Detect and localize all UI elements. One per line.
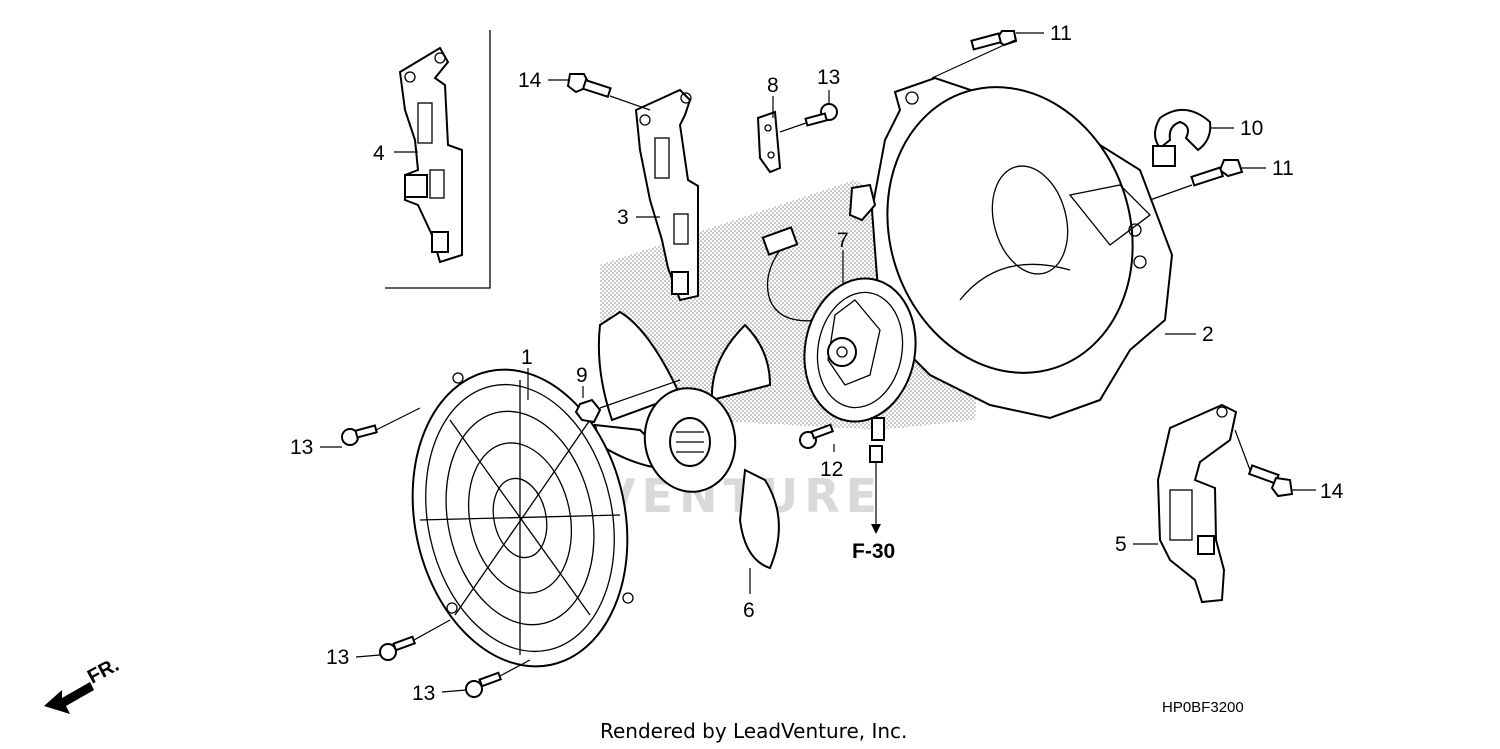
callout-12[interactable]: 12 xyxy=(820,458,843,481)
callout-10[interactable]: 10 xyxy=(1240,117,1263,140)
callout-13-bottom-left[interactable]: 13 xyxy=(326,646,349,669)
callout-4[interactable]: 4 xyxy=(373,142,385,165)
reference-f30-link[interactable]: F-30 xyxy=(852,540,895,563)
part-2-fan-shroud[interactable] xyxy=(851,55,1174,420)
bolt-11-upper[interactable] xyxy=(970,30,1018,51)
callout-13-top[interactable]: 13 xyxy=(817,66,840,89)
callout-6[interactable]: 6 xyxy=(743,599,755,622)
screw-13-bottom[interactable] xyxy=(465,671,503,698)
callout-13-bottom[interactable]: 13 xyxy=(412,682,435,705)
callout-1[interactable]: 1 xyxy=(521,346,533,369)
leader-lines xyxy=(320,32,1316,693)
callout-2[interactable]: 2 xyxy=(1202,323,1214,346)
callout-11-upper[interactable]: 11 xyxy=(1050,22,1072,45)
callout-11-lower[interactable]: 11 xyxy=(1272,157,1294,180)
callout-7[interactable]: 7 xyxy=(837,229,849,252)
part-10-clamp[interactable] xyxy=(1152,109,1212,167)
callout-5[interactable]: 5 xyxy=(1115,533,1127,556)
callout-14-upper[interactable]: 14 xyxy=(518,69,542,92)
callout-9[interactable]: 9 xyxy=(576,364,588,387)
callout-8[interactable]: 8 xyxy=(767,74,779,97)
callout-13-left[interactable]: 13 xyxy=(290,436,313,459)
part-8-stay[interactable] xyxy=(756,110,782,174)
screw-12[interactable] xyxy=(799,423,835,449)
nut-9[interactable] xyxy=(574,398,602,424)
part-5-bracket[interactable] xyxy=(1156,403,1238,604)
front-direction-arrow-icon xyxy=(44,682,94,714)
screw-13-top[interactable] xyxy=(804,103,838,127)
footer-credit: Rendered by LeadVenture, Inc. xyxy=(600,719,907,743)
callout-labels: 11 11 10 14 14 8 13 4 3 2 7 1 9 13 12 6 … xyxy=(290,22,1344,705)
part-6-fan-blade[interactable] xyxy=(593,310,780,570)
connector-pin xyxy=(869,445,883,463)
callout-14-lower[interactable]: 14 xyxy=(1320,480,1344,503)
part-7-fan-motor[interactable] xyxy=(761,183,927,441)
diagram-code: HP0BF3200 xyxy=(1162,699,1244,716)
part-1-fan-guard[interactable] xyxy=(386,349,654,686)
part-4-bracket[interactable] xyxy=(385,30,491,289)
part-3-bracket[interactable] xyxy=(634,88,699,302)
watermark-text: VENTURE xyxy=(600,469,883,523)
screw-13-bottom-left[interactable] xyxy=(379,635,417,661)
callout-3[interactable]: 3 xyxy=(617,206,629,229)
bolt-14-lower[interactable] xyxy=(1247,464,1294,498)
bolt-11-lower[interactable] xyxy=(1190,159,1244,187)
bolt-14-upper[interactable] xyxy=(566,73,612,99)
screw-13-left[interactable] xyxy=(341,424,378,446)
